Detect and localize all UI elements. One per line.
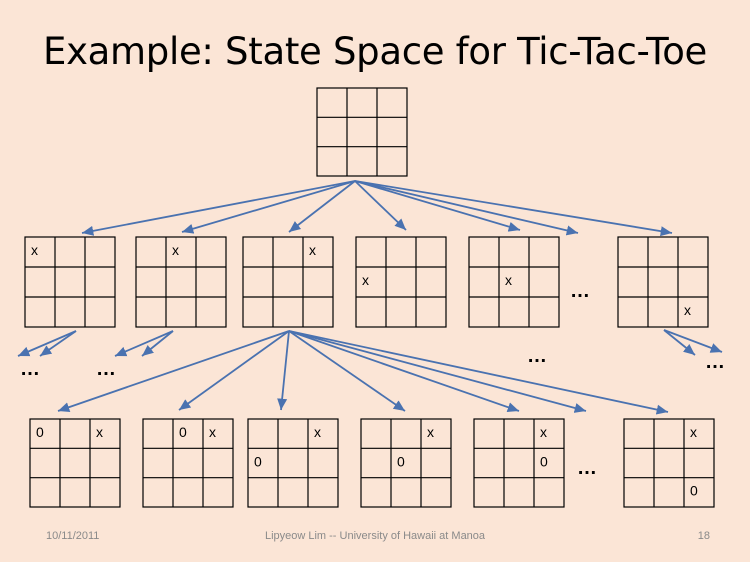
footer-page-number: 18 (697, 530, 710, 542)
ellipsis-layer: … … … … … … (20, 280, 725, 479)
board-frame (29, 418, 121, 508)
footer-author: Lipyeow Lim -- University of Hawaii at M… (264, 530, 486, 542)
board-cell-mark: x (684, 302, 691, 318)
level2-board-4: x0 (360, 418, 452, 508)
root-arrow-5 (354, 180, 521, 232)
board-cell-mark: x (96, 424, 103, 440)
board-cell-mark: x (172, 242, 179, 258)
board-frame (355, 236, 447, 328)
mid-arrow-4 (288, 330, 406, 412)
board-cell-mark: 0 (36, 424, 44, 440)
board-cell-mark: x (314, 424, 321, 440)
board-cell-mark: 0 (540, 453, 548, 469)
board-frame (142, 418, 234, 508)
board-cell-mark: x (309, 242, 316, 258)
board-cell-mark: x (209, 424, 216, 440)
board-cell-mark: x (31, 242, 38, 258)
board-frame (24, 236, 116, 328)
branch-arrow (663, 329, 696, 356)
ellipsis-6: … (577, 457, 597, 479)
level2-board-5: x0 (473, 418, 565, 508)
root-arrow-2 (181, 180, 356, 234)
board-cell-mark: 0 (254, 453, 262, 469)
level1-board-4: x (355, 236, 447, 328)
board-frame (316, 87, 408, 177)
branch-arrow (663, 329, 723, 353)
level1-board-6: x (617, 236, 709, 328)
root-arrow-7 (354, 180, 673, 237)
mid-arrow-5 (288, 330, 520, 413)
board-frame (135, 236, 227, 328)
board-frame (617, 236, 709, 328)
mid-arrow-2 (178, 330, 290, 411)
ellipsis-3: … (96, 358, 116, 380)
board-cell-mark: 0 (690, 483, 698, 499)
mid-arrow-3 (277, 330, 290, 411)
ellipsis-5: … (705, 351, 725, 373)
ellipsis-2: … (20, 358, 40, 380)
mid-arrow-6 (288, 330, 587, 413)
ellipsis-1: … (570, 280, 590, 302)
board-frame (360, 418, 452, 508)
root-board (316, 87, 408, 177)
branch-arrow (114, 330, 174, 357)
root-arrow-6 (354, 180, 579, 236)
root-arrow-1 (81, 180, 356, 236)
branch-arrow (39, 330, 77, 357)
mid-arrow-7 (288, 330, 669, 415)
mid-arrow-1 (57, 330, 290, 413)
board-cell-mark: x (427, 424, 434, 440)
level1-board-3: x (242, 236, 334, 328)
level1-board-5: x (468, 236, 560, 328)
board-cell-mark: x (540, 424, 547, 440)
level1-board-2: x (135, 236, 227, 328)
board-cell-mark: x (505, 272, 512, 288)
board-cell-mark: 0 (179, 424, 187, 440)
ellipsis-4: … (527, 345, 547, 367)
board-frame (623, 418, 715, 508)
board-cell-mark: x (362, 272, 369, 288)
slide-title: Example: State Space for Tic-Tac-Toe (43, 30, 707, 73)
board-frame (473, 418, 565, 508)
branch-arrow (17, 330, 77, 357)
board-frame (247, 418, 339, 508)
root-arrow-4 (354, 180, 407, 231)
footer-date: 10/11/2011 (46, 530, 100, 542)
level2-board-6: x0 (623, 418, 715, 508)
board-cell-mark: x (690, 424, 697, 440)
arrows-layer (17, 180, 723, 415)
level1-board-1: x (24, 236, 116, 328)
board-cell-mark: 0 (397, 453, 405, 469)
level2-board-3: x0 (247, 418, 339, 508)
branch-arrow (141, 330, 174, 357)
root-arrow-3 (288, 180, 356, 233)
board-frame (468, 236, 560, 328)
board-frame (242, 236, 334, 328)
